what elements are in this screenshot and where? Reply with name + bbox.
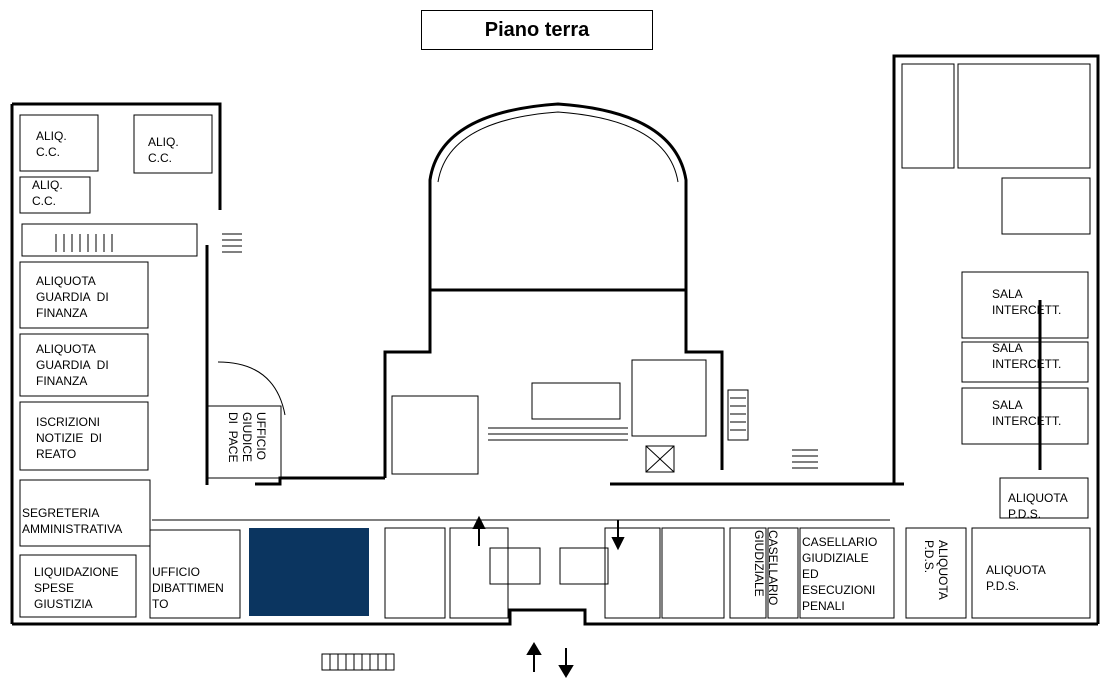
wall-room-south-5	[729, 527, 767, 619]
corridor-north-wall-a	[255, 476, 385, 486]
arrows	[472, 515, 625, 678]
stair-legend-treads	[329, 654, 387, 670]
wall-elevator	[645, 445, 675, 473]
stair-outside-treads	[222, 233, 242, 253]
left-wing-top-wall	[12, 102, 222, 210]
wall-room-south-3	[604, 527, 661, 619]
room-label-casellario-esecuzioni: CASELLARIO GIUDIZIALE ED ESECUZIONI PENA…	[802, 535, 878, 613]
room-label-aliq-cc-1: ALIQ. C.C.	[36, 129, 67, 159]
room-label-sala-intercett-1: SALA INTERCETT.	[992, 287, 1062, 317]
room-label-aliquota-pds-vertical: ALIQUOTA P.D.S.	[922, 540, 950, 600]
wall-room-pds-2	[999, 477, 1089, 519]
wall-room-gdf-2	[19, 333, 149, 397]
wall-stair-hall	[21, 223, 198, 257]
wall-room-pds	[971, 527, 1091, 619]
wall-room-casellario-v	[767, 527, 799, 619]
outer-walls	[10, 54, 1100, 626]
arrow-down-north-head	[611, 537, 625, 551]
room-label-liquidazione: LIQUIDAZIONE SPESE GIUSTIZIA	[34, 565, 119, 611]
wall-right-room-2	[957, 63, 1091, 169]
wall-central-hall	[531, 382, 621, 420]
arrow-entrance-up-head	[526, 642, 542, 655]
wall-sala-3	[961, 387, 1089, 445]
wall-room-giudice-pace	[206, 405, 282, 479]
room-label-ufficio-giudice-pace: UFFICIO GIUDICE DI PACE	[226, 412, 268, 463]
elevator-cross-2	[645, 445, 675, 473]
wall-entrance-left	[489, 547, 541, 585]
wall-right-room-3	[1001, 177, 1091, 235]
wall-sala-2	[961, 341, 1089, 383]
room-label-casellario-giudiziale: CASELLARIO GIUDIZIALE	[752, 530, 780, 606]
room-label-sala-intercett-3: SALA INTERCETT.	[992, 398, 1062, 428]
stair-east-2-treads	[792, 449, 818, 469]
room-label-aliq-cc-2: ALIQ. C.C.	[148, 135, 179, 165]
arrow-up-north-head	[472, 515, 486, 529]
wall-room-aliq-cc-2	[133, 114, 213, 174]
room-label-sala-intercett-2: SALA INTERCETT.	[992, 341, 1062, 371]
room-label-aliquota-pds-2: ALIQUOTA P.D.S.	[1008, 491, 1068, 521]
apse-inner-arc	[437, 111, 679, 183]
arrow-entrance-down-head	[558, 665, 574, 678]
interior-walls	[19, 63, 1091, 619]
right-wing-outer-wall	[892, 54, 1100, 624]
wall-room-segreteria	[19, 479, 151, 547]
room-label-ufficio-dibattimento: UFFICIO DIBATTIMEN TO	[152, 565, 224, 611]
central-block-wall	[383, 288, 724, 478]
room-label-aliq-cc-3: ALIQ. C.C.	[32, 178, 63, 208]
wall-room-south-1	[384, 527, 446, 619]
wall-room-gdf-1	[19, 261, 149, 329]
page-title: Piano terra	[421, 10, 653, 50]
wall-east-stair	[727, 389, 749, 441]
highlighted-room	[249, 528, 369, 616]
wall-central-room-right	[631, 359, 707, 437]
room-label-guardia-finanza-1: ALIQUOTA GUARDIA DI FINANZA	[36, 274, 109, 320]
stair-legend-outline	[321, 653, 395, 671]
wall-room-aliq-cc-3	[19, 176, 91, 214]
wall-right-room-1	[901, 63, 955, 169]
stair-east-treads	[730, 397, 746, 431]
wall-room-aliq-cc-1	[19, 114, 99, 172]
room-label-iscrizioni: ISCRIZIONI NOTIZIE DI REATO	[36, 415, 102, 461]
south-facade-wall	[12, 608, 1098, 626]
wall-central-room-left	[391, 395, 479, 475]
wall-room-iscrizioni	[19, 401, 149, 471]
wall-room-pds-v	[905, 527, 967, 619]
room-label-guardia-finanza-2: ALIQUOTA GUARDIA DI FINANZA	[36, 342, 109, 388]
wall-room-south-4	[661, 527, 725, 619]
wall-sala-1	[961, 271, 1089, 339]
wall-room-liquidazione	[19, 554, 137, 618]
wall-entrance-right	[559, 547, 609, 585]
room-label-segreteria: SEGRETERIA AMMINISTRATIVA	[22, 506, 123, 536]
room-label-aliquota-pds-1: ALIQUOTA P.D.S.	[986, 563, 1046, 593]
wall-giudice-pace-curve	[217, 361, 286, 416]
apse-wall	[428, 102, 688, 290]
stairs	[55, 233, 818, 671]
stair-left-treads	[55, 234, 113, 252]
wall-room-casellario	[799, 527, 895, 619]
stair-central-treads	[488, 427, 628, 441]
wall-room-dibattimento	[149, 529, 241, 619]
